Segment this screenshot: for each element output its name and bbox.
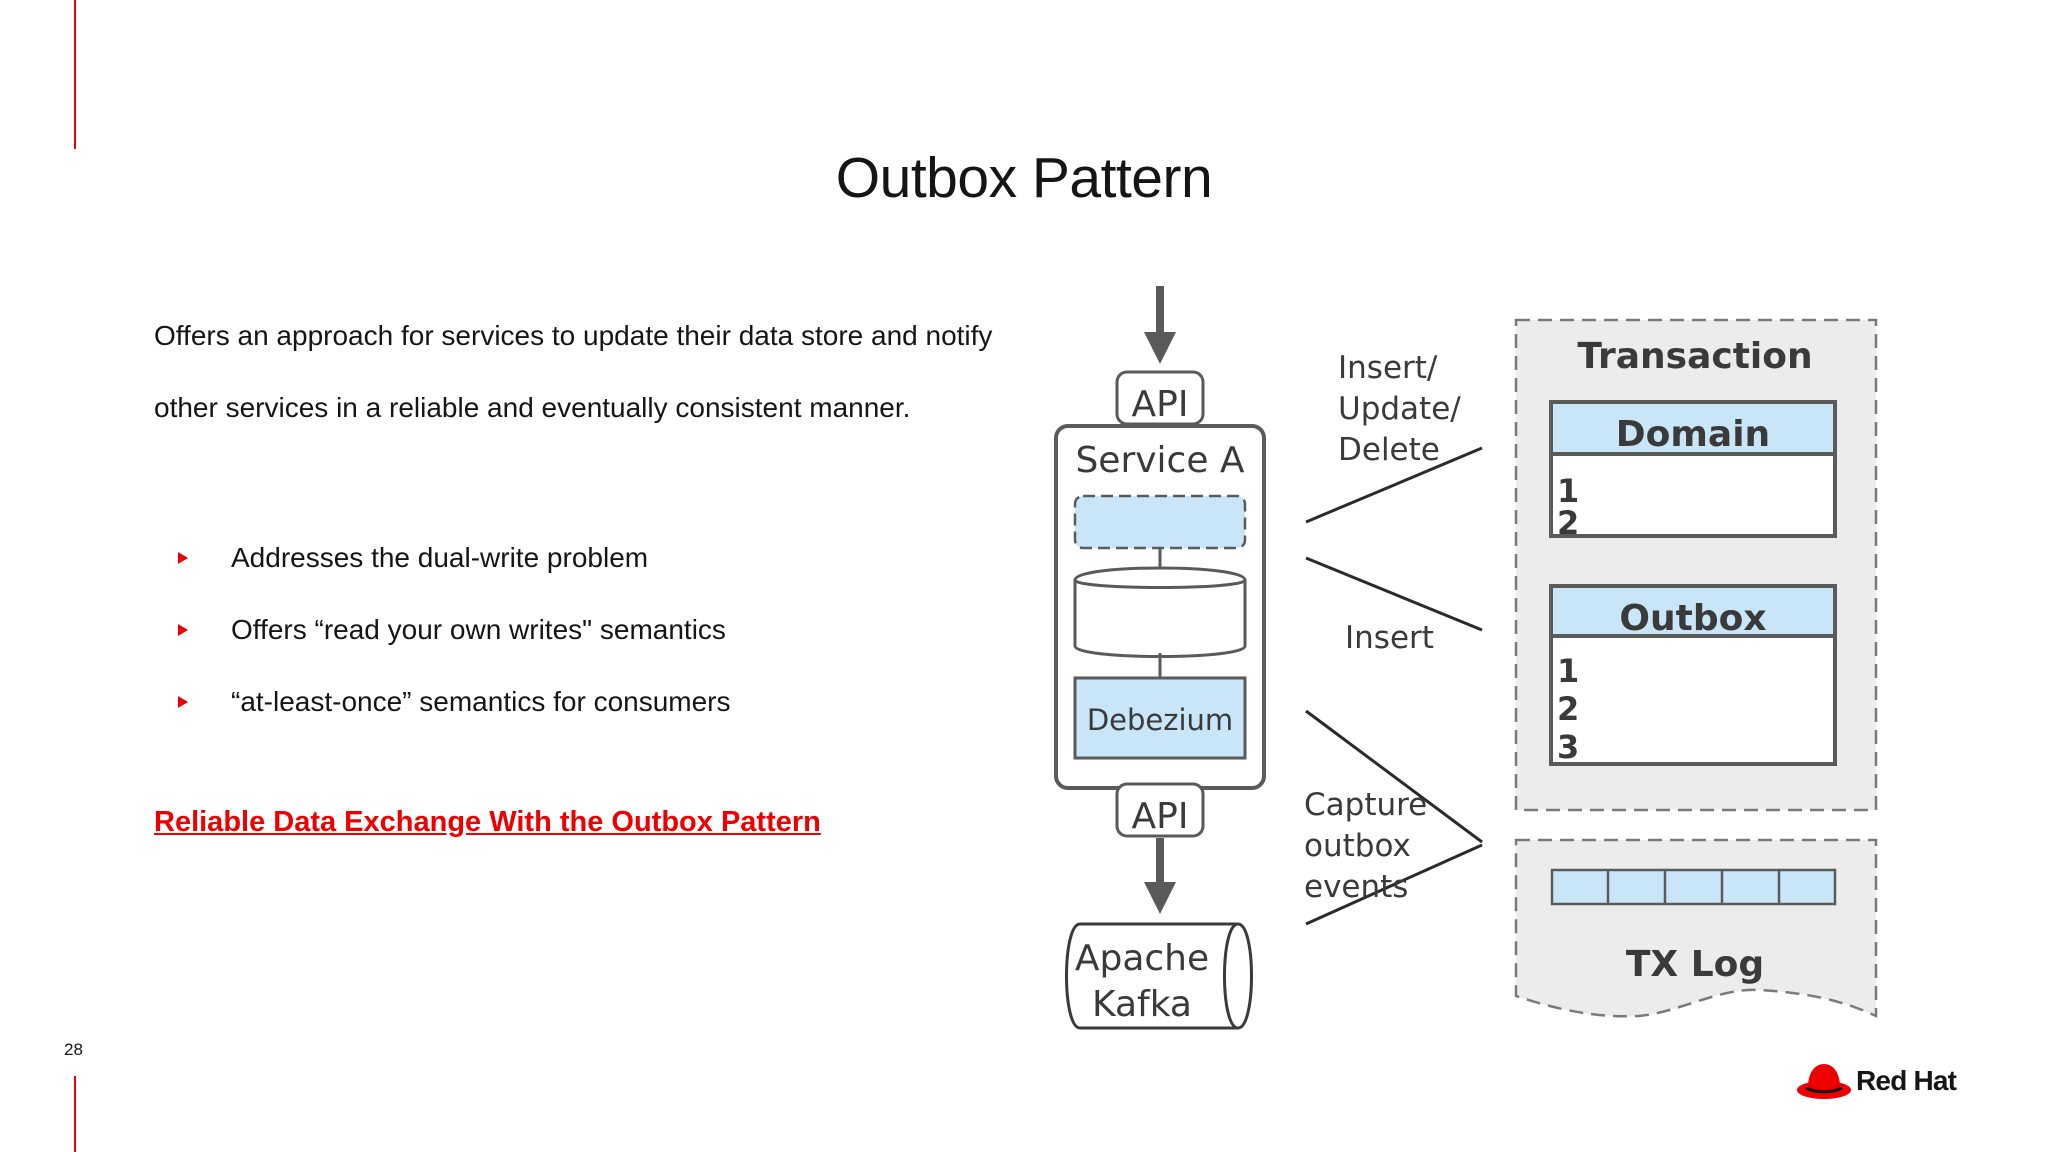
capture-label-line1: Capture	[1304, 787, 1427, 823]
database-cylinder	[1073, 566, 1247, 658]
domain-label: Domain	[1616, 414, 1770, 455]
write-label-line1: Insert/	[1338, 350, 1438, 386]
bullet-list: Addresses the dual-write problem Offers …	[154, 522, 731, 738]
accent-line-top	[74, 0, 76, 149]
insert-label: Insert	[1345, 620, 1434, 656]
debezium-box	[1073, 676, 1247, 760]
api-top-label: API	[1132, 384, 1189, 425]
outbox-row: 2	[1557, 690, 1579, 728]
list-item: Addresses the dual-write problem	[154, 522, 731, 594]
transaction-label: Transaction	[1577, 336, 1812, 377]
bullet-text: “at-least-once” semantics for consumers	[231, 686, 731, 717]
bullet-text: Addresses the dual-write problem	[231, 542, 649, 573]
flow-line	[1305, 843, 1483, 926]
write-label-line3: Delete	[1338, 432, 1440, 468]
red-hat-logo: Red Hat	[1796, 1060, 1966, 1102]
domain-row: 1	[1557, 472, 1579, 510]
kafka-label-line2: Kafka	[1092, 984, 1192, 1025]
flow-line	[1305, 556, 1483, 632]
txlog-cells	[1550, 868, 1837, 906]
accent-line-bottom	[74, 1076, 76, 1152]
bullet-text: Offers “read your own writes" semantics	[231, 614, 726, 645]
bullet-triangle-icon	[178, 624, 188, 636]
outbox-diagram: API Service A Debezium API Apache Kafka …	[1038, 268, 1918, 1048]
outbox-header	[1549, 584, 1837, 638]
api-bottom-label: API	[1132, 796, 1189, 837]
intro-paragraph: Offers an approach for services to updat…	[154, 320, 993, 423]
flow-line	[1305, 709, 1483, 844]
page-title: Outbox Pattern	[835, 146, 1213, 210]
write-label-line2: Update/	[1338, 391, 1461, 427]
txlog-panel	[1514, 838, 1878, 1018]
list-item: Offers “read your own writes" semantics	[154, 594, 731, 666]
page-number: 28	[64, 1040, 83, 1059]
list-item: “at-least-once” semantics for consumers	[154, 666, 731, 738]
debezium-label: Debezium	[1087, 703, 1233, 737]
outbox-row: 3	[1557, 728, 1579, 766]
kafka-label-line1: Apache	[1075, 938, 1209, 979]
service-component	[1073, 494, 1247, 550]
api-bottom-box	[1115, 782, 1205, 838]
outbox-label: Outbox	[1619, 598, 1766, 639]
bullet-triangle-icon	[178, 696, 188, 708]
domain-header	[1549, 400, 1837, 456]
capture-label-line3: events	[1304, 869, 1408, 905]
txlog-label: TX Log	[1626, 944, 1764, 985]
article-link[interactable]: Reliable Data Exchange With the Outbox P…	[154, 806, 821, 838]
outbox-diagram-svg: API Service A Debezium API Apache Kafka …	[1054, 286, 1878, 1030]
red-hat-fedora-icon	[1797, 1064, 1851, 1099]
capture-label-line2: outbox	[1304, 828, 1411, 864]
flow-line	[1305, 446, 1483, 524]
red-hat-logo-text: Red Hat	[1856, 1065, 1957, 1096]
outbox-row: 1	[1557, 652, 1579, 690]
bullet-triangle-icon	[178, 552, 188, 564]
domain-row: 2	[1557, 504, 1579, 542]
service-a-label: Service A	[1075, 440, 1244, 481]
